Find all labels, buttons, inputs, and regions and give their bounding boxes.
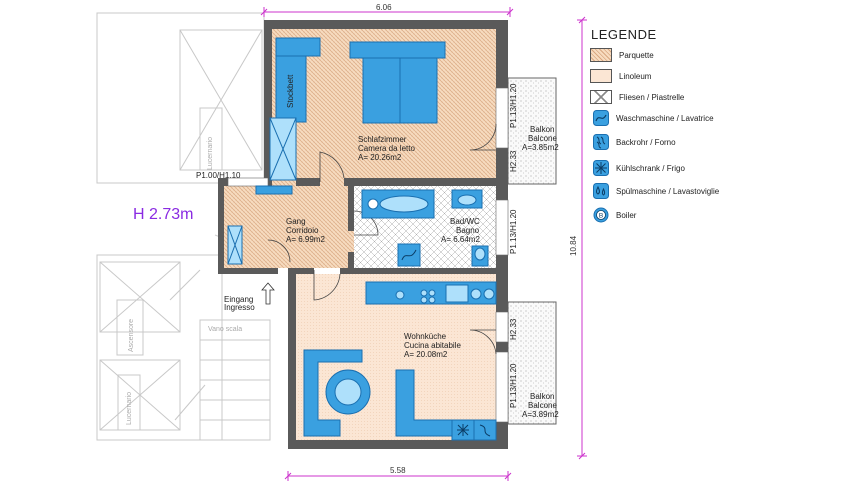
- legend-label-washing-machine: Waschmaschine / Lavatrice: [616, 113, 714, 123]
- bath-fixtures: [361, 189, 489, 267]
- legend-item-tiles: Fliesen / Piastrelle: [590, 89, 684, 105]
- window-mark-2: P1.13/H1.20: [509, 83, 518, 128]
- entrance-label-it: Ingresso: [224, 303, 255, 312]
- legend-item-washing-machine: Waschmaschine / Lavatrice: [590, 110, 714, 126]
- skylight-label-2: Lucernario: [126, 392, 133, 425]
- wardrobe: [275, 37, 321, 57]
- bath-name-de: Bad/WC: [450, 217, 480, 226]
- elevator-label: Ascensore: [128, 319, 135, 352]
- entrance-label-de: Eingang: [224, 295, 253, 304]
- legend-label-boiler: Boiler: [616, 210, 637, 220]
- legend-item-parquet: Parquette: [590, 47, 654, 63]
- balcony-top-area: A=3.85m2: [522, 143, 559, 152]
- legend-item-dishwasher: Spülmaschine / Lavastoviglie: [590, 183, 719, 199]
- window-mark-3: H2.33: [509, 150, 518, 172]
- hall-name-de: Gang: [286, 217, 306, 226]
- hall-furniture: [227, 185, 293, 265]
- kitchen-area: A= 20.08m2: [404, 350, 448, 359]
- balcony-top-name-de: Balkon: [530, 125, 554, 134]
- right-height-dimension: 10.84: [569, 235, 578, 256]
- entrance-arrow: [261, 282, 275, 305]
- legend-item-fridge: Kühlschrank / Frigo: [590, 160, 685, 176]
- windows: [227, 87, 509, 423]
- dishwasher-icon: [593, 183, 609, 199]
- bath-area: A= 6.64m2: [441, 235, 480, 244]
- boiler-icon: B: [593, 207, 609, 223]
- bunk-bed-label: Stockbett: [286, 74, 295, 108]
- svg-text:B: B: [599, 213, 603, 220]
- balcony-bottom-name-it: Balcone: [528, 401, 557, 410]
- legend-label-tiles: Fliesen / Piastrelle: [619, 92, 685, 102]
- bedroom-name-de: Schlafzimmer: [358, 135, 407, 144]
- kitchen-furniture: [303, 281, 497, 441]
- door-swings: [267, 123, 497, 355]
- window-marks: P1.00/H1.10 P1.13/H1.20 H2.33 P1.13/H1.2…: [196, 83, 518, 408]
- hall-name-it: Corridoio: [286, 226, 319, 235]
- legend-label-parquet: Parquette: [619, 50, 654, 60]
- boiler-symbol: [367, 198, 379, 210]
- legend-item-oven: Backrohr / Forno: [590, 134, 676, 150]
- hall-floor: [222, 186, 354, 268]
- oven-icon: [593, 134, 609, 150]
- washing-machine: [397, 243, 421, 267]
- legend-title: LEGENDE: [591, 27, 657, 42]
- room-labels: Schlafzimmer Camera da letto A= 20.26m2 …: [224, 125, 559, 419]
- legend-label-fridge: Kühlschrank / Frigo: [616, 163, 685, 173]
- hall-area: A= 6.99m2: [286, 235, 325, 244]
- bunk-bed: [275, 55, 307, 123]
- balcony-bottom-area: A=3.89m2: [522, 410, 559, 419]
- parquet-swatch: [590, 48, 612, 62]
- tile-swatch: [590, 90, 612, 104]
- corner-sofa: [303, 349, 363, 437]
- washing-machine-icon: [593, 110, 609, 126]
- legend-label-oven: Backrohr / Forno: [616, 137, 676, 147]
- window-mark-4: P1.13/H1.20: [509, 209, 518, 254]
- bedroom-furniture: [269, 37, 446, 181]
- bedroom-name-it: Camera da letto: [358, 144, 415, 153]
- balcony-bottom-name-de: Balkon: [530, 392, 554, 401]
- window-mark-5: H2.33: [509, 318, 518, 340]
- balcony-bottom: [507, 301, 557, 425]
- top-width-dimension: 6.06: [376, 3, 392, 12]
- legend-item-linoleum: Linoleum: [590, 68, 651, 84]
- skylight-label-1: Lucernario: [207, 137, 214, 170]
- linoleum-swatch: [590, 69, 612, 83]
- kitchen-name-it: Cucina abitabile: [404, 341, 461, 350]
- kitchen-name-de: Wohnküche: [404, 332, 447, 341]
- fridge-icon: [593, 160, 609, 176]
- bath-name-it: Bagno: [456, 226, 480, 235]
- window-mark-1: P1.00/H1.10: [196, 171, 241, 180]
- window-mark-6: P1.13/H1.20: [509, 363, 518, 408]
- bottom-width-dimension: 5.58: [390, 466, 406, 475]
- dimension-lines: [260, 7, 587, 481]
- legend-label-dishwasher: Spülmaschine / Lavastoviglie: [616, 186, 720, 196]
- legend-item-boiler: B Boiler: [590, 207, 636, 223]
- ceiling-height-label: H 2.73m: [133, 206, 194, 223]
- stairwell-label: Vano scala: [208, 326, 242, 333]
- legend-label-linoleum: Linoleum: [619, 71, 652, 81]
- bedroom-area: A= 20.26m2: [358, 153, 402, 162]
- balcony-top-name-it: Balcone: [528, 134, 557, 143]
